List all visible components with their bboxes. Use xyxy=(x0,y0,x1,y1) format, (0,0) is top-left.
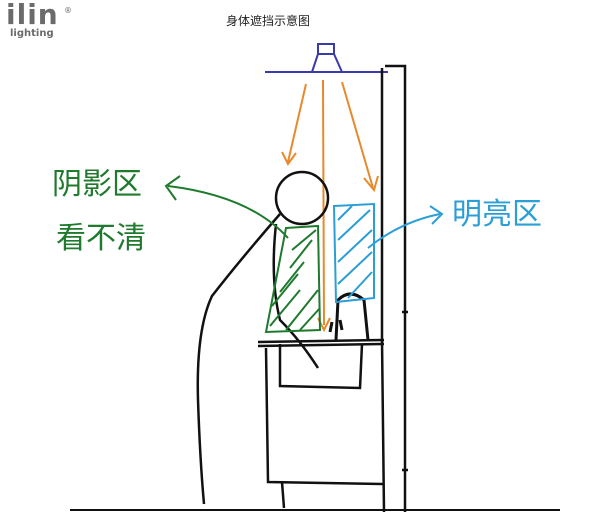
shadow-zone xyxy=(264,224,322,334)
bright-pointer-arrow xyxy=(367,205,444,249)
registered-mark: ® xyxy=(64,6,72,15)
light-rays xyxy=(281,79,379,333)
bright-zone xyxy=(332,202,375,304)
brand-logo: ilin lighting ® xyxy=(6,0,72,42)
shadow-pointer-arrow xyxy=(164,175,289,239)
bright-zone-label: 明亮区 xyxy=(452,197,542,232)
wall-cabinet xyxy=(380,64,408,513)
shadow-zone-note: 看不清 xyxy=(56,221,146,256)
logo-subtext: lighting xyxy=(10,28,54,39)
logo-wordmark: ilin xyxy=(6,0,59,31)
ceiling-light-icon xyxy=(311,43,343,73)
shadow-zone-label: 阴影区 xyxy=(52,167,142,202)
diagram-caption: 身体遮挡示意图 xyxy=(226,14,311,28)
sink-counter xyxy=(257,338,385,509)
person-figure xyxy=(196,170,330,505)
